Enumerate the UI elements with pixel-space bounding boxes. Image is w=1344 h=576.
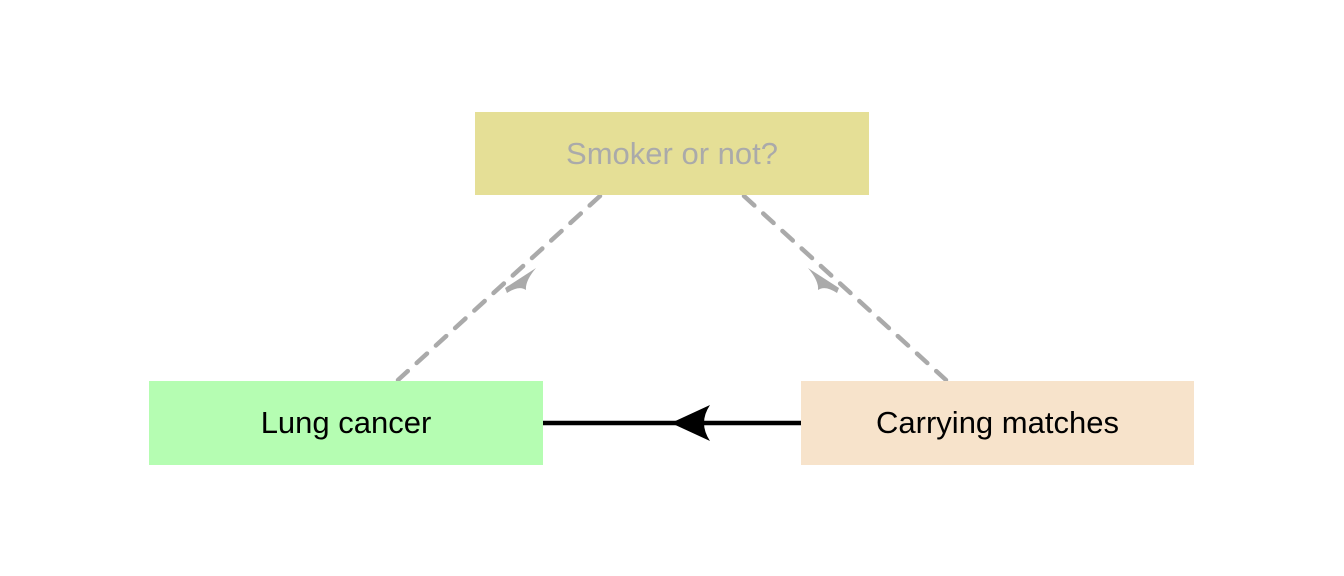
arrowhead-icon bbox=[671, 405, 710, 441]
node-lung-cancer[interactable]: Lung cancer bbox=[149, 381, 543, 465]
node-carrying-matches[interactable]: Carrying matches bbox=[801, 381, 1194, 465]
arrowhead-icon bbox=[505, 268, 536, 293]
edge-smoker-to-lung-cancer bbox=[395, 193, 603, 383]
arrowhead-icon bbox=[808, 268, 839, 293]
node-label: Smoker or not? bbox=[566, 135, 778, 171]
node-label: Carrying matches bbox=[876, 405, 1119, 441]
edge-carrying-matches-to-lung-cancer bbox=[543, 405, 801, 441]
edge-smoker-to-carrying-matches bbox=[741, 193, 949, 383]
node-smoker-or-not[interactable]: Smoker or not? bbox=[475, 112, 869, 195]
edge-line bbox=[741, 193, 949, 383]
edge-line bbox=[395, 193, 603, 383]
node-label: Lung cancer bbox=[260, 405, 432, 441]
